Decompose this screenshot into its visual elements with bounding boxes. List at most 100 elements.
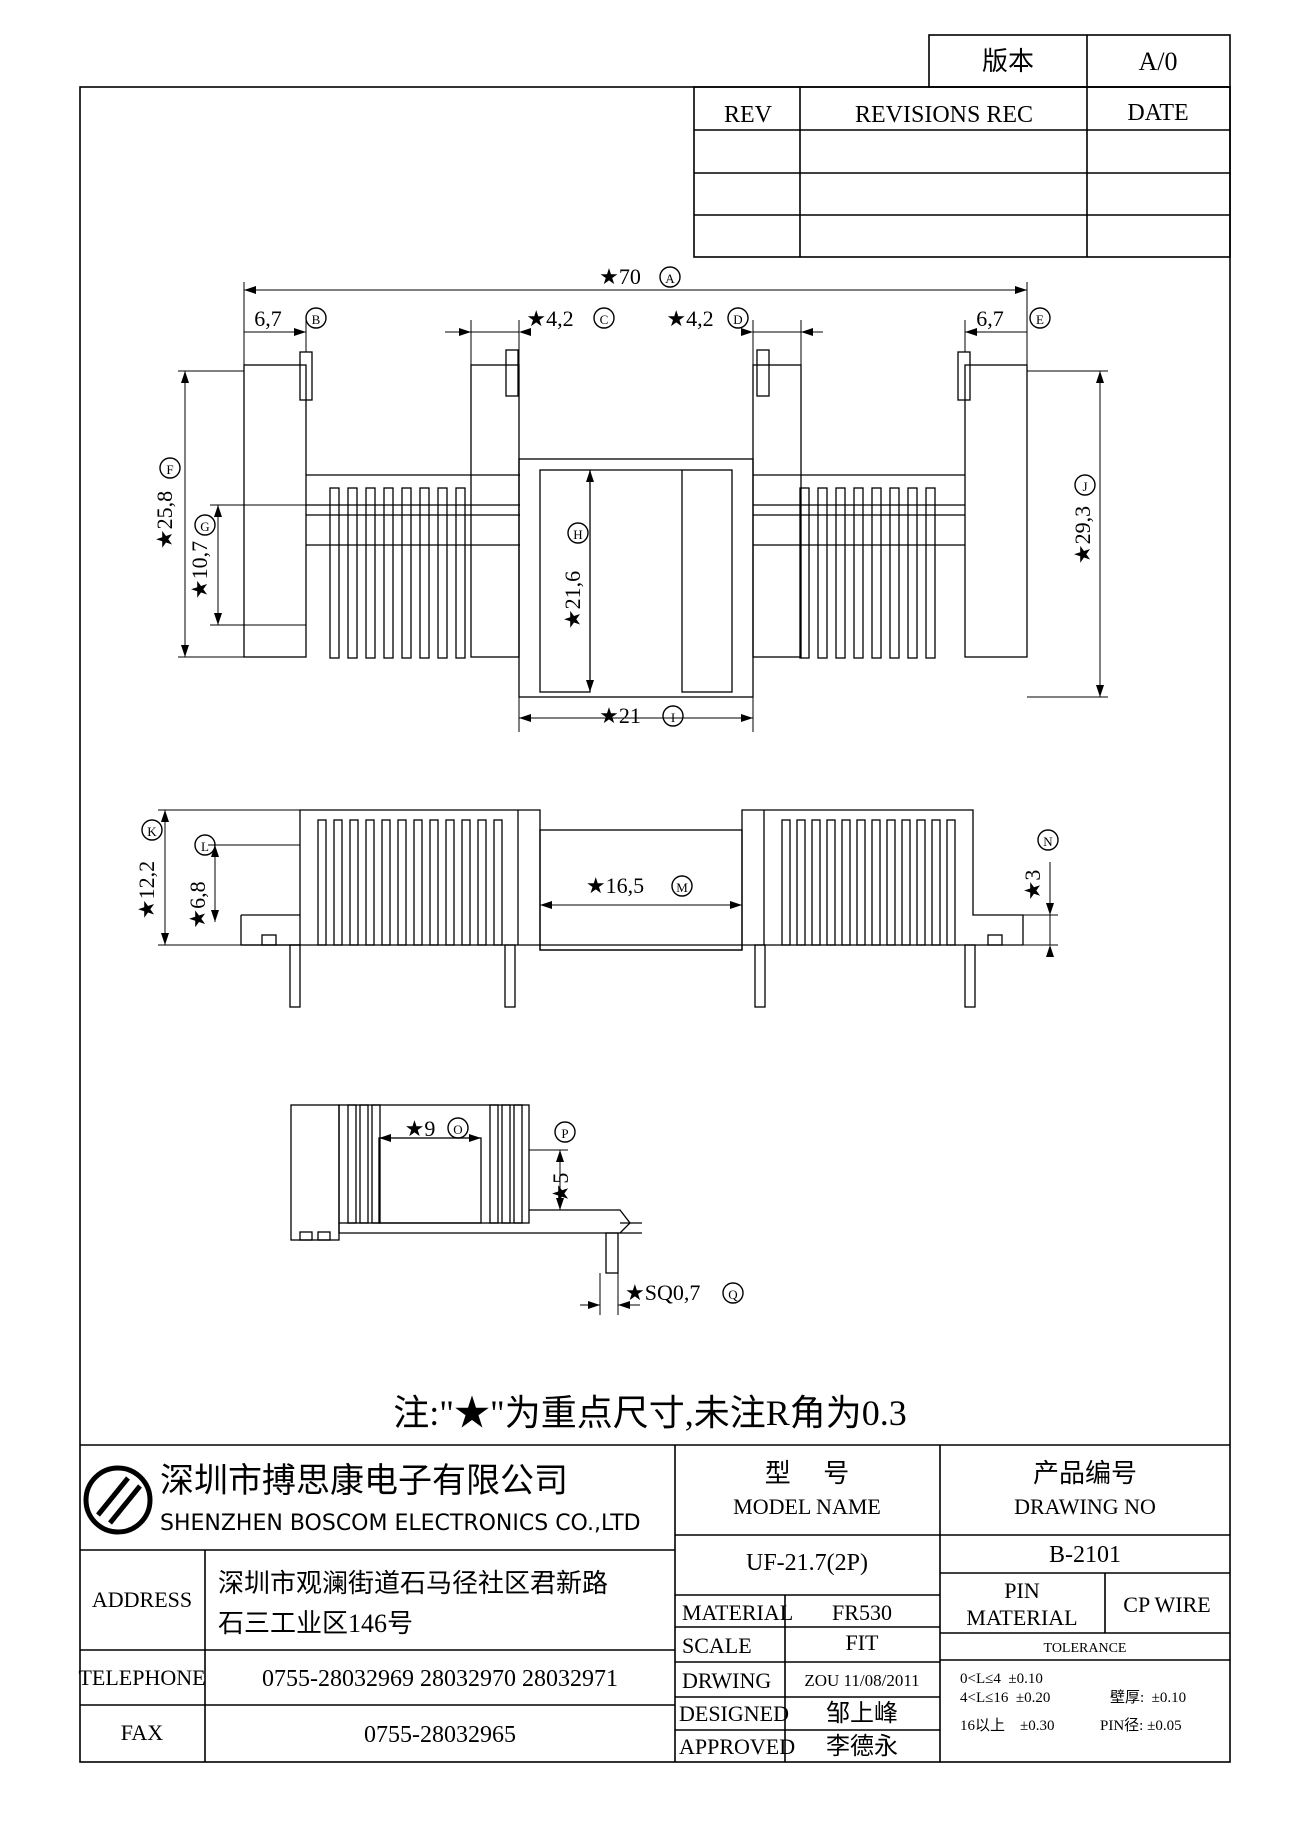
dim-d-label: ★4,2 (666, 306, 713, 331)
address-line-1: 深圳市观澜街道石马径社区君新路 (218, 1569, 608, 1598)
material-label: MATERIAL (682, 1600, 793, 1625)
side-view-rib (826, 819, 836, 946)
approved-label: APPROVED (679, 1734, 795, 1759)
top-view-rib (419, 487, 430, 659)
side-view-rib (413, 819, 423, 946)
side-view-rib (781, 819, 791, 946)
tolerance-line-2a: 4<L≤16 ±0.20 (960, 1690, 1050, 1706)
drawing-no-label-en: DRAWING NO (1014, 1494, 1156, 1519)
end-view-rib (347, 1104, 357, 1224)
top-view-rib (925, 487, 936, 659)
material-value: FR530 (832, 1600, 892, 1625)
top-view-rib (817, 487, 828, 659)
side-view-rib (811, 819, 821, 946)
end-view-rib (489, 1104, 499, 1224)
company-logo-icon (83, 1465, 153, 1535)
note-text: 注:"★"为重点尺寸,未注R角为0.3 (393, 1393, 906, 1433)
dim-a-marker-letter: A (665, 271, 675, 286)
side-view-rib (429, 819, 439, 946)
top-view-rib (907, 487, 918, 659)
dim-m-marker-letter: M (676, 880, 688, 895)
top-view-rib (347, 487, 358, 659)
top-view-rib (329, 487, 340, 659)
dim-j-marker-letter: J (1082, 479, 1087, 494)
dim-q-label: ★SQ0,7 (625, 1280, 700, 1305)
side-view-rib (856, 819, 866, 946)
top-view-rib (853, 487, 864, 659)
top-view-rib (871, 487, 882, 659)
scale-label: SCALE (682, 1633, 752, 1658)
dim-p-marker-letter: P (561, 1126, 568, 1141)
company-name-en: SHENZHEN BOSCOM ELECTRONICS CO.,LTD (160, 1511, 641, 1536)
version-box (928, 34, 1231, 88)
designed-value: 邹上峰 (826, 1700, 898, 1727)
tolerance-line-2b: 壁厚: ±0.10 (1110, 1689, 1186, 1706)
dim-n-marker (1037, 829, 1059, 851)
dim-o-label: ★9 (405, 1116, 436, 1141)
model-value: UF-21.7(2P) (746, 1550, 868, 1576)
dim-b-marker (305, 307, 327, 329)
dim-g-marker-letter: G (200, 519, 209, 534)
side-view-rib (461, 819, 471, 946)
side-view-rib (381, 819, 391, 946)
dim-p-marker (554, 1121, 576, 1143)
address-line-2: 石三工业区146号 (218, 1609, 413, 1638)
top-view-rib (365, 487, 376, 659)
drwing-value: ZOU 11/08/2011 (804, 1671, 919, 1690)
dim-h-marker (567, 522, 589, 544)
dim-d-marker (727, 307, 749, 329)
dim-h-marker-letter: H (573, 527, 582, 542)
dim-l-marker-letter: L (201, 839, 209, 854)
top-view-dimensions (178, 282, 1108, 732)
model-label-cn: 型 号 (765, 1459, 850, 1488)
dim-h-label: ★21,6 (560, 571, 585, 629)
fax-label: FAX (121, 1720, 163, 1745)
top-view-rib (401, 487, 412, 659)
telephone-value: 0755-28032969 28032970 28032971 (262, 1666, 618, 1692)
drawing-no-label-cn: 产品编号 (1033, 1459, 1137, 1488)
side-view (240, 809, 1024, 1008)
designed-label: DESIGNED (679, 1701, 789, 1726)
date-header: DATE (1127, 100, 1188, 126)
dim-a-marker (659, 266, 681, 288)
dim-l-label: ★6,8 (185, 881, 210, 928)
dim-e-marker-letter: E (1036, 312, 1044, 327)
dim-e-label: 6,7 (976, 306, 1004, 331)
side-view-rib (841, 819, 851, 946)
side-view-rib (445, 819, 455, 946)
dim-c-marker-letter: C (600, 312, 609, 327)
dim-j-label: ★29,3 (1070, 506, 1095, 564)
side-view-rib (349, 819, 359, 946)
side-view-rib (796, 819, 806, 946)
dim-q-marker (722, 1282, 744, 1304)
side-view-rib (916, 819, 926, 946)
dim-f-marker-letter: F (166, 462, 173, 477)
top-view-arrows (181, 286, 1104, 722)
dim-f-label: ★25,8 (152, 491, 177, 549)
dim-m-marker (671, 875, 693, 897)
top-view-rib (437, 487, 448, 659)
dim-q-marker-letter: Q (728, 1287, 738, 1302)
dim-i-marker (662, 705, 684, 727)
end-view-arrows (379, 1134, 630, 1309)
top-view (243, 349, 1028, 698)
scale-value: FIT (846, 1630, 880, 1655)
side-view-rib (886, 819, 896, 946)
revision-table (693, 86, 1231, 258)
dim-g-label: ★10,7 (187, 541, 212, 599)
tolerance-line-3a: 16以上 ±0.30 (960, 1717, 1054, 1734)
tolerance-label: TOLERANCE (1044, 1641, 1127, 1656)
tolerance-line-1: 0<L≤4 ±0.10 (960, 1671, 1043, 1687)
dim-k-marker-letter: K (147, 824, 157, 839)
dim-f-marker (159, 457, 181, 479)
fax-value: 0755-28032965 (364, 1722, 516, 1748)
dim-j-marker (1074, 474, 1096, 496)
end-view-rib (359, 1104, 369, 1224)
dim-n-marker-letter: N (1043, 834, 1053, 849)
end-view-rib (513, 1104, 523, 1224)
dim-k-marker (141, 819, 163, 841)
end-view (290, 1104, 642, 1274)
title-block (80, 1444, 1230, 1762)
tolerance-line-3b: PIN径: ±0.05 (1100, 1717, 1182, 1734)
